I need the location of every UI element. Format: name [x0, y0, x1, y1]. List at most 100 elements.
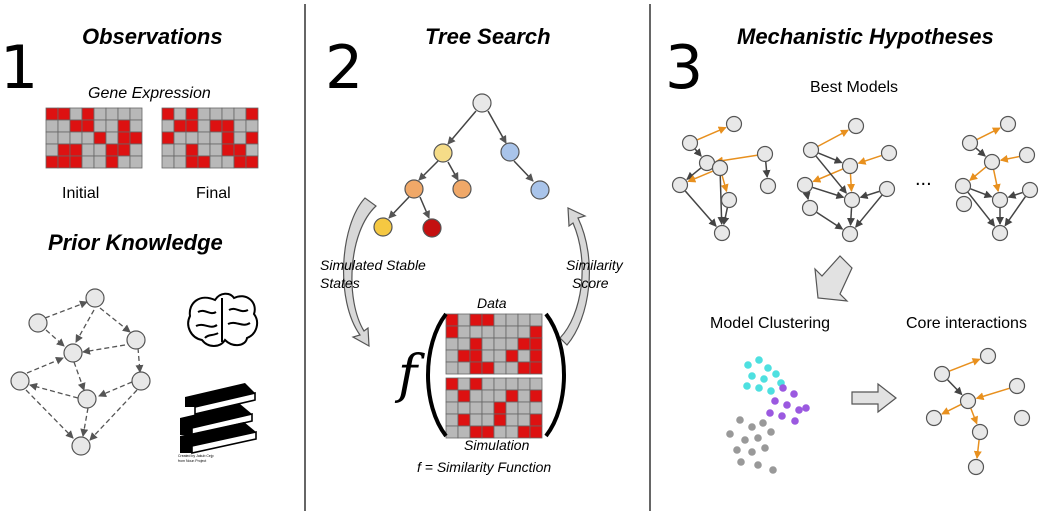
network-node	[681, 134, 699, 152]
grid-cell	[57, 131, 71, 145]
grid-cell	[57, 143, 71, 157]
gray-edge	[975, 147, 986, 157]
grid-cell	[81, 143, 95, 157]
grid-cell	[173, 155, 187, 169]
grid-cell	[57, 107, 71, 121]
gray-edge	[693, 148, 702, 157]
grid-cell	[517, 325, 531, 339]
gray-edge	[967, 191, 996, 227]
purple-cluster-point	[783, 401, 791, 409]
orange-edge	[969, 166, 987, 181]
grid-cell	[69, 107, 83, 121]
grid-cell	[45, 131, 59, 145]
grid-cell	[245, 119, 259, 133]
gray-edge	[815, 155, 847, 194]
grid-cell	[209, 155, 223, 169]
grid-cell	[233, 143, 247, 157]
grid-cell	[517, 401, 531, 415]
grid-cell	[493, 337, 507, 351]
grid-cell	[105, 119, 119, 133]
grid-cell	[505, 389, 519, 403]
orange-edge	[970, 408, 978, 425]
network-node	[967, 458, 985, 476]
gray-edge	[846, 207, 855, 227]
grid-cell	[457, 389, 471, 403]
grid-cell	[173, 119, 187, 133]
grid-cell	[185, 131, 199, 145]
f-symbol: f	[394, 345, 425, 405]
grid-cell	[45, 119, 59, 133]
grid-cell	[529, 361, 543, 375]
grid-cell	[105, 143, 119, 157]
grid-cell	[505, 325, 519, 339]
grid-cell	[129, 143, 143, 157]
network-node	[971, 423, 989, 441]
grid-cell	[469, 361, 483, 375]
model-network-1	[671, 115, 777, 242]
cyan-cluster-point	[772, 370, 780, 378]
grid-cell	[457, 377, 471, 391]
network-node	[878, 180, 896, 198]
grid-cell	[529, 389, 543, 403]
grid-cell	[529, 401, 543, 415]
core-interactions-label: Core interactions	[906, 315, 1027, 332]
gray-cluster-point	[736, 416, 744, 424]
network-node	[1018, 146, 1036, 164]
network-node	[1021, 181, 1039, 199]
grid-cell	[493, 313, 507, 327]
prior-knowledge-network	[10, 288, 151, 456]
cyan-cluster-point	[744, 361, 752, 369]
gray-cluster-point	[754, 461, 762, 469]
initial-label: Initial	[62, 185, 99, 202]
network-node	[1008, 377, 1026, 395]
orange-edge	[857, 154, 882, 165]
data-expression-grid	[445, 313, 543, 375]
network-node	[925, 409, 943, 427]
grid-cell	[129, 155, 143, 169]
data-label: Data	[477, 295, 507, 311]
grid-cell	[457, 413, 471, 427]
gray-edge	[812, 186, 845, 199]
grid-cell	[161, 119, 175, 133]
grid-cell	[129, 131, 143, 145]
network-node	[847, 117, 865, 135]
grid-cell	[81, 155, 95, 169]
best-models-networks	[671, 115, 1039, 243]
network-node	[991, 224, 1009, 242]
gene-expression-label: Gene Expression	[88, 85, 211, 102]
orange-edge	[687, 170, 713, 183]
purple-cluster-point	[778, 412, 786, 420]
network-node	[983, 153, 1001, 171]
grid-cell	[185, 143, 199, 157]
grid-cell	[233, 119, 247, 133]
orange-edge	[973, 439, 982, 460]
grid-cell	[469, 313, 483, 327]
gray-cluster-point	[748, 448, 756, 456]
orange-edge	[992, 169, 1001, 193]
gray-edge	[1004, 196, 1027, 227]
grid-cell	[93, 143, 107, 157]
grid-cell	[221, 143, 235, 157]
grid-cell	[445, 361, 459, 375]
grid-cell	[117, 131, 131, 145]
grid-cell	[481, 389, 495, 403]
network-node	[933, 365, 951, 383]
grid-cell	[517, 377, 531, 391]
panel-number-2: 2	[325, 33, 363, 103]
model-network-2	[796, 117, 898, 243]
gray-edge	[855, 194, 883, 228]
ellipsis: ...	[915, 168, 932, 190]
grid-cell	[457, 349, 471, 363]
grid-cell	[481, 313, 495, 327]
network-node	[880, 144, 898, 162]
network-node	[1013, 409, 1031, 427]
grid-cell	[493, 361, 507, 375]
grid-cell	[529, 313, 543, 327]
grid-cell	[221, 131, 235, 145]
grid-cell	[505, 401, 519, 415]
search-tree	[373, 93, 550, 238]
grid-cell	[493, 413, 507, 427]
network-node	[961, 134, 979, 152]
grid-cell	[209, 143, 223, 157]
